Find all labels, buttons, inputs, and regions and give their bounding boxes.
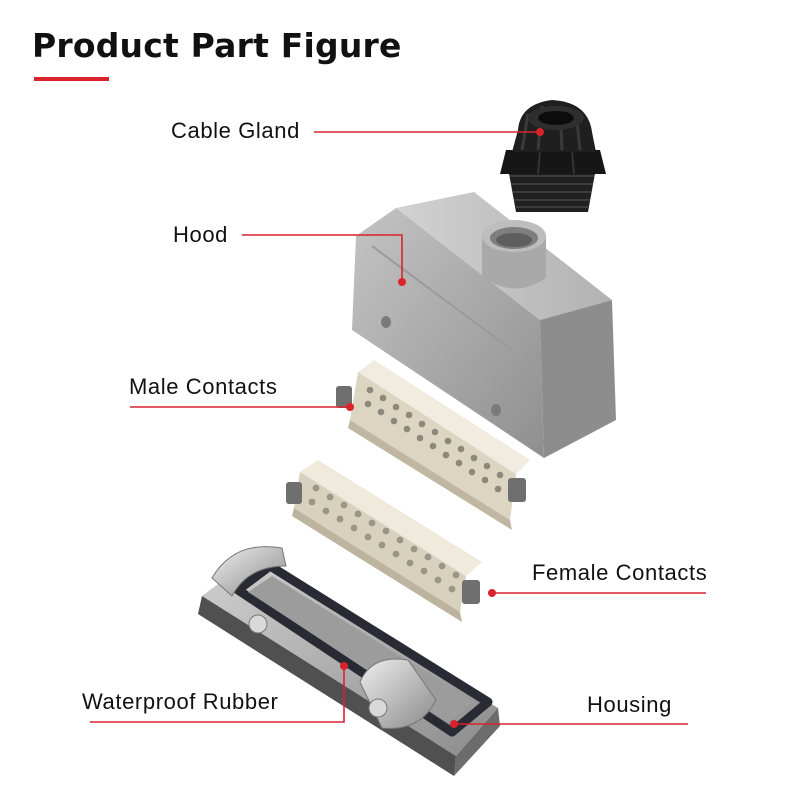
page-title: Product Part Figure — [32, 26, 402, 65]
leader-dot-waterproof-rubber — [340, 662, 348, 670]
leader-waterproof-rubber — [90, 666, 345, 723]
female-contacts-illustration — [286, 460, 482, 622]
label-male-contacts: Male Contacts — [129, 374, 278, 399]
leader-lines — [90, 131, 706, 725]
male-contacts-illustration — [336, 360, 530, 530]
label-female-contacts: Female Contacts — [532, 560, 708, 585]
label-cable-gland: Cable Gland — [171, 118, 300, 143]
cable-gland-illustration — [500, 100, 606, 212]
leader-dot-cable-gland — [536, 128, 544, 136]
leader-dot-hood — [398, 278, 406, 286]
leader-hood — [242, 234, 403, 282]
leader-dot-male-contacts — [346, 403, 354, 411]
label-housing: Housing — [587, 692, 672, 717]
hood-illustration — [352, 192, 616, 458]
title-underline — [34, 77, 109, 81]
label-waterproof-rubber: Waterproof Rubber — [82, 689, 279, 714]
housing-illustration — [198, 546, 500, 776]
leader-dot-female-contacts — [488, 589, 496, 597]
leader-dot-housing — [450, 720, 458, 728]
female-contact-holes — [308, 484, 460, 593]
label-hood: Hood — [173, 222, 228, 247]
male-contact-holes — [364, 386, 504, 493]
leader-dots — [340, 128, 544, 728]
